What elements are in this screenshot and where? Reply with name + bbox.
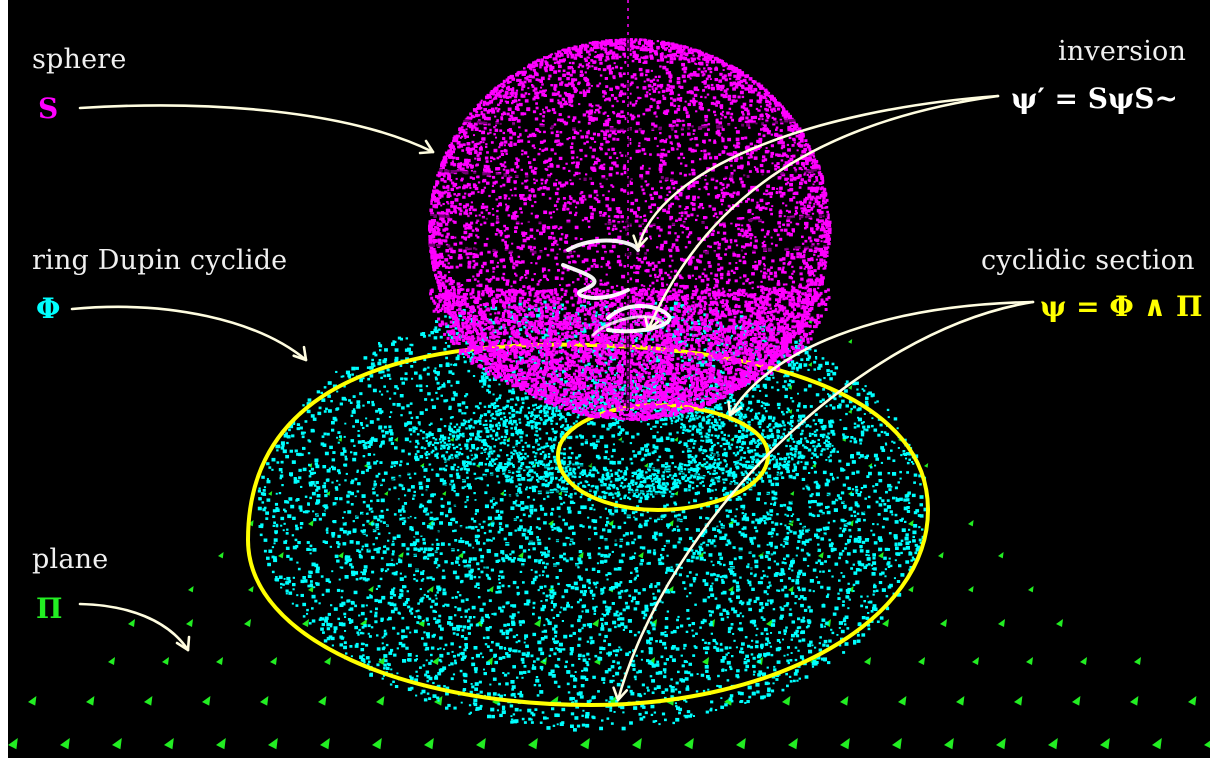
- sphere-points: [428, 0, 832, 422]
- sphere-caption: sphere: [32, 44, 127, 75]
- point-cloud-render: [8, 0, 1210, 750]
- section-caption: cyclidic section: [981, 245, 1195, 276]
- plane-caption: plane: [32, 544, 109, 575]
- annotation-arrows: [70, 94, 1035, 702]
- inversion-formula: ψ′ = SψS~: [1011, 82, 1178, 115]
- inversion-curve: [561, 238, 672, 337]
- plane-points: [8, 319, 1210, 750]
- plane-symbol: Π: [36, 592, 63, 625]
- inversion-caption: inversion: [1058, 36, 1187, 67]
- sphere-symbol: S: [38, 92, 59, 125]
- cyclide-caption: ring Dupin cyclide: [32, 245, 288, 276]
- figure-canvas: sphere S ring Dupin cyclide Φ plane Π in…: [8, 0, 1210, 758]
- section-formula: ψ = Φ ∧ Π: [1040, 290, 1203, 323]
- cyclide-symbol: Φ: [36, 292, 61, 325]
